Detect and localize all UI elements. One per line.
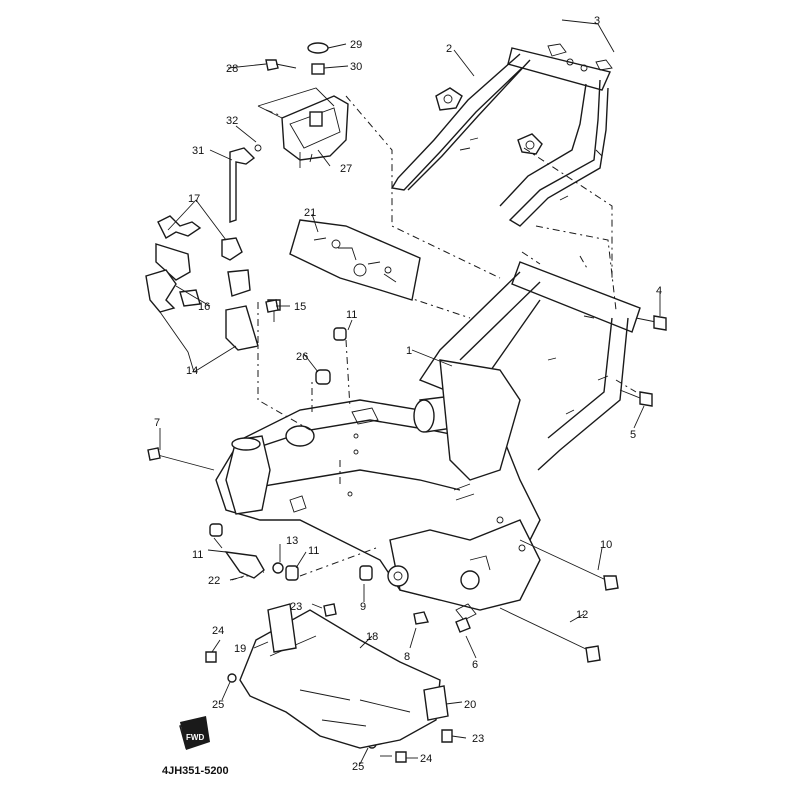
callout-9: 9	[360, 601, 366, 613]
hardware	[147, 299, 667, 763]
callout-25-a: 25	[212, 699, 224, 711]
callout-29: 29	[350, 39, 362, 51]
leader-lines	[159, 19, 661, 765]
callout-6: 6	[472, 659, 478, 671]
callout-11-c: 11	[308, 545, 319, 557]
fwd-label: FWD	[186, 733, 204, 742]
rear-subframe	[390, 43, 613, 227]
callout-24-a: 24	[212, 625, 224, 637]
callout-20: 20	[464, 699, 476, 711]
callout-16: 16	[198, 301, 210, 313]
callout-23-a: 23	[290, 601, 302, 613]
callout-14: 14	[186, 365, 198, 377]
callout-17: 17	[188, 193, 200, 205]
callout-8: 8	[404, 651, 410, 663]
callout-11-a: 11	[346, 309, 357, 321]
callout-18: 18	[366, 631, 378, 643]
plate-21	[289, 219, 421, 301]
brackets-14-17	[145, 215, 281, 351]
callout-21: 21	[304, 207, 316, 219]
callout-7: 7	[154, 417, 160, 429]
under-cover	[179, 603, 449, 749]
callout-labels: 1 2 3 4 5 6 7 8 9 10 11 11 11 12 13 14 1…	[154, 15, 662, 773]
callout-25-b: 25	[352, 761, 364, 773]
callout-19: 19	[234, 643, 246, 655]
callout-11-b: 11	[192, 549, 203, 561]
part-code: 4JH351-5200	[162, 765, 229, 777]
assembly-lines	[229, 95, 637, 581]
callout-2: 2	[446, 43, 452, 55]
callout-12: 12	[576, 609, 588, 621]
callout-31: 31	[192, 145, 204, 157]
front-direction-icon: FWD	[180, 716, 210, 750]
callout-26: 26	[296, 351, 308, 363]
callout-15: 15	[294, 301, 306, 313]
callout-5: 5	[630, 429, 636, 441]
callout-10: 10	[600, 539, 612, 551]
battery-box-assembly	[229, 42, 349, 223]
callout-22: 22	[208, 575, 220, 587]
callout-23-b: 23	[472, 733, 484, 745]
callout-4: 4	[656, 285, 662, 297]
callout-13: 13	[286, 535, 298, 547]
callout-3: 3	[594, 15, 600, 27]
callout-27: 27	[340, 163, 352, 175]
callout-1: 1	[406, 345, 412, 357]
callout-30: 30	[350, 61, 362, 73]
callout-28: 28	[226, 63, 238, 75]
callout-32: 32	[226, 115, 238, 127]
main-frame	[215, 261, 641, 621]
callout-24-b: 24	[420, 753, 432, 765]
